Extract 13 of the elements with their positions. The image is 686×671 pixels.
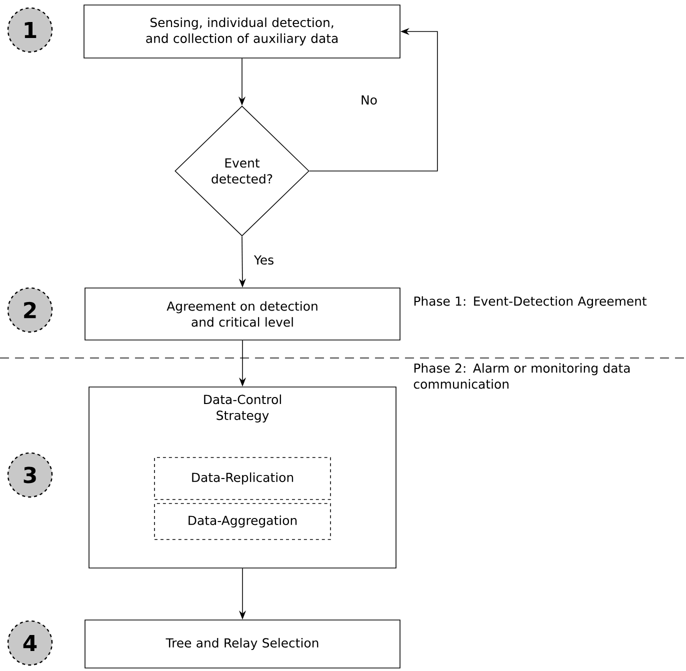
- process-box: Agreement on detection and critical level: [84, 288, 400, 340]
- process-box: Sensing, individual detection, and collection of auxiliary data: [84, 4, 400, 58]
- method-box: Data-Replication: [154, 457, 331, 500]
- step-number: 1: [7, 7, 53, 53]
- step-number: 3: [7, 452, 53, 498]
- edge-label: No: [360, 94, 378, 106]
- step-number: 2: [7, 287, 53, 333]
- phase-label: Phase 2: Alarm or monitoring data communication: [414, 363, 630, 389]
- edge-label: Yes: [252, 254, 276, 266]
- method-box: Data-Aggregation: [154, 503, 331, 540]
- phase-label: Phase 1: Event-Detection Agreement: [414, 296, 647, 308]
- step-number: 4: [7, 620, 53, 666]
- process-box: Tree and Relay Selection: [84, 620, 400, 668]
